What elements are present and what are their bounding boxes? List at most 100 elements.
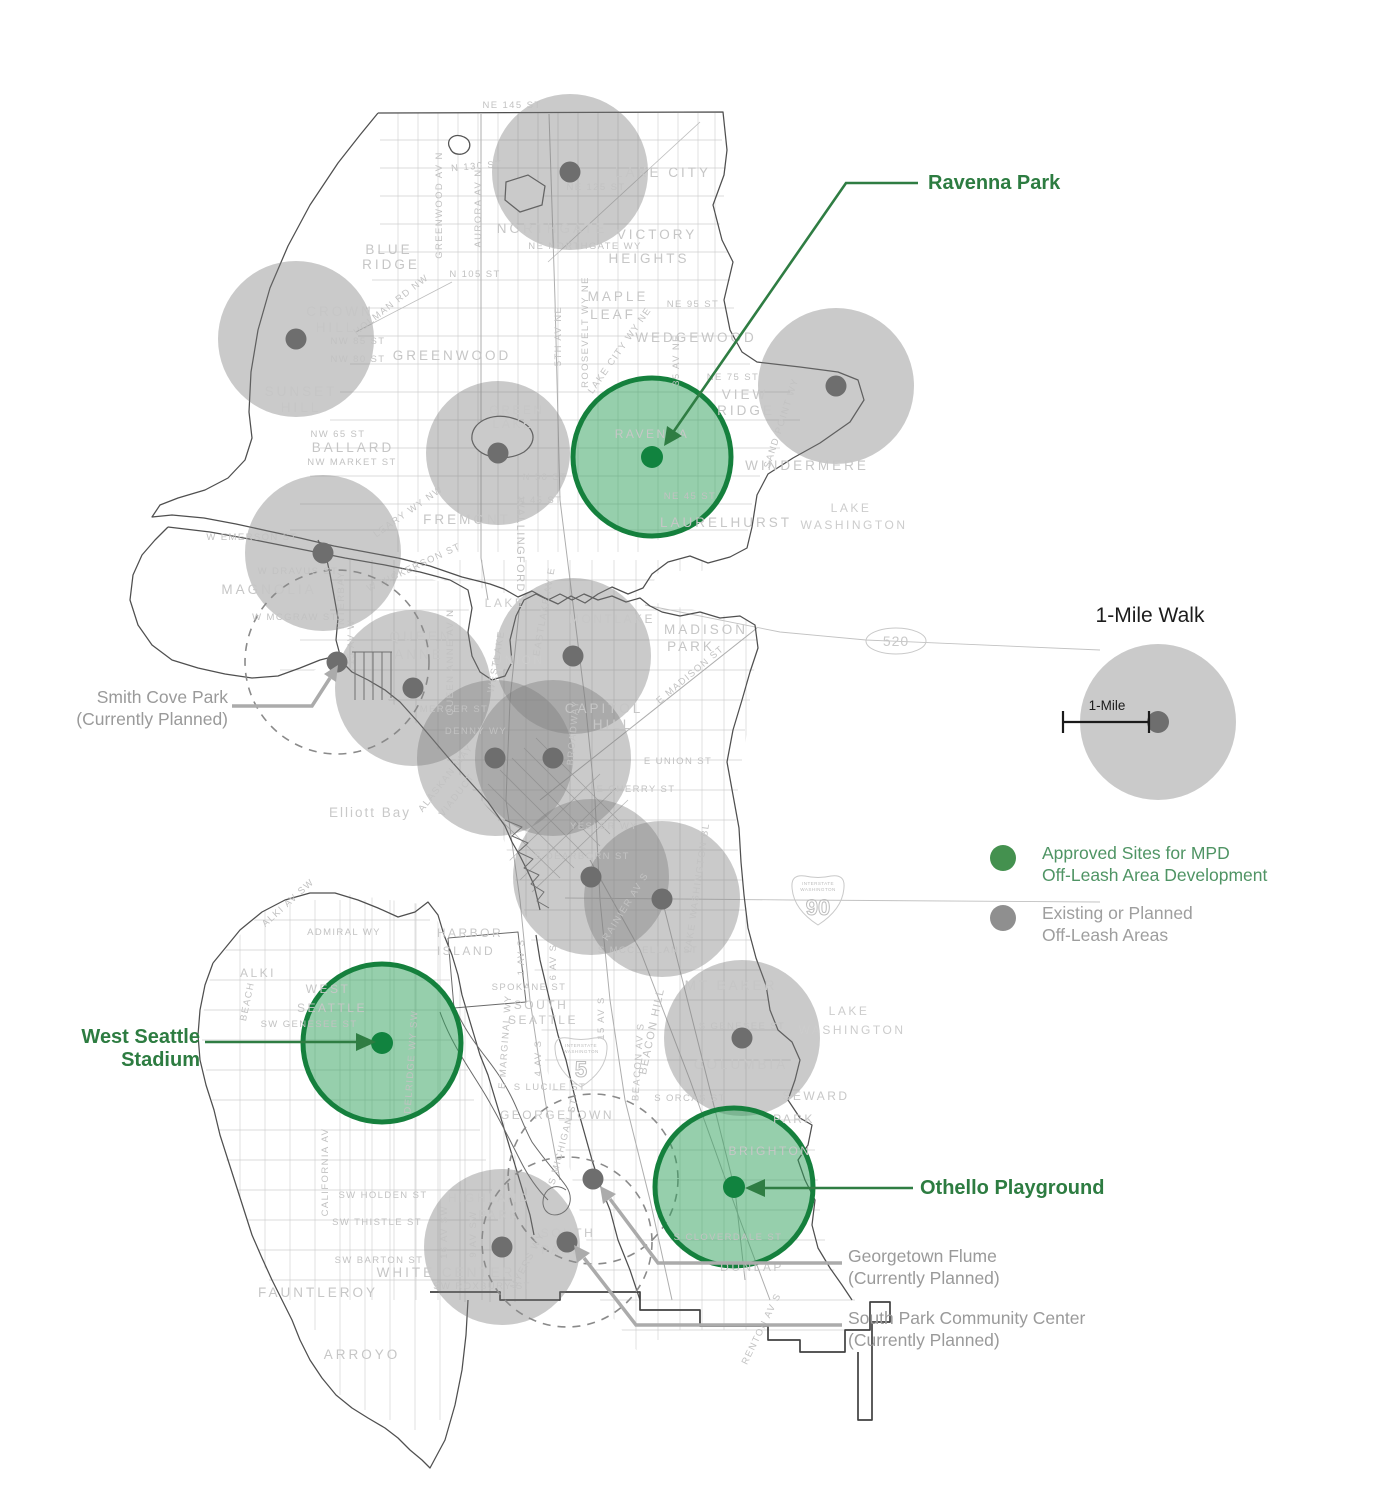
map-label: W EMERSON ST bbox=[206, 532, 297, 543]
existing-offleash-marker bbox=[580, 866, 602, 888]
map-label: WHITE CENTER bbox=[377, 1265, 516, 1280]
map-label: 4 AV S bbox=[533, 1040, 544, 1077]
callout-south-park-community-center: South Park Community Center (Currently P… bbox=[848, 1308, 1086, 1350]
map-label: NE 125 ST bbox=[566, 182, 625, 193]
west-seattle-arrowhead bbox=[356, 1033, 376, 1051]
map-label: GEORGETOWN bbox=[500, 1108, 614, 1122]
map-label: NE 145 ST bbox=[482, 100, 541, 111]
map-label: Elliott Bay bbox=[329, 805, 411, 820]
svg-text:520: 520 bbox=[883, 633, 909, 649]
map-label: MAGNOLIA bbox=[221, 582, 316, 597]
planned-marker-georgetown-flume bbox=[582, 1168, 604, 1190]
svg-text:INTERSTATE: INTERSTATE bbox=[565, 1043, 597, 1048]
map-label: N 105 ST bbox=[449, 269, 500, 280]
existing-offleash-marker bbox=[825, 375, 847, 397]
map-label: S GENESEE ST bbox=[699, 1021, 786, 1032]
map-label: LAKE CITY bbox=[615, 165, 711, 180]
south-park-arrowhead bbox=[574, 1245, 590, 1263]
callout-west-seattle-stadium: West Seattle Stadium bbox=[81, 1026, 200, 1071]
svg-text:INTERSTATE: INTERSTATE bbox=[802, 881, 834, 886]
map-label: SW BARTON ST bbox=[335, 1255, 424, 1266]
map-label: INTERBAY bbox=[336, 571, 347, 629]
legend-scale-graphic bbox=[1061, 644, 1236, 800]
walk-zone-planned-smith-cove-park bbox=[244, 569, 430, 755]
smith-cove-leader-line bbox=[232, 677, 332, 708]
map-label: LAKE bbox=[493, 417, 534, 431]
map-label: WASHINGTON bbox=[800, 518, 907, 532]
legend-approved-label: Approved Sites for MPD Off-Leash Area De… bbox=[1042, 843, 1268, 885]
map-label: NW MARKET ST bbox=[307, 457, 396, 468]
map-label: CROWN bbox=[306, 304, 374, 319]
map-label: HILL bbox=[316, 320, 357, 335]
map-label: NW 80 ST bbox=[330, 354, 385, 365]
map-label: ANNE bbox=[394, 647, 444, 662]
callout-leaders bbox=[205, 181, 918, 1327]
map-label: S CLOVERDALE ST bbox=[674, 1232, 783, 1243]
map-label: N 130 ST bbox=[451, 159, 503, 174]
map-label: NORTHGATE bbox=[497, 221, 608, 236]
map-label: HARBOR bbox=[437, 926, 503, 940]
othello-arrowhead bbox=[745, 1179, 765, 1197]
svg-text:90: 90 bbox=[806, 895, 830, 920]
map-label: FAUNTLEROY bbox=[258, 1285, 378, 1300]
map-label: VICTORY bbox=[617, 227, 698, 242]
map-label: CALIFORNIA AV bbox=[320, 1128, 331, 1217]
approved-marker-othello-playground bbox=[723, 1176, 745, 1198]
map-label: BEACON AV S bbox=[630, 1022, 646, 1101]
map-label: W DRAVUS ST bbox=[258, 566, 339, 577]
map-label: S LUCILE ST bbox=[514, 1082, 586, 1093]
map-label: COLUMBIA bbox=[694, 1057, 789, 1072]
map-label: 6 AV S bbox=[548, 944, 559, 981]
map-label: LAKE bbox=[831, 501, 872, 515]
planned-marker-smith-cove-park bbox=[326, 651, 348, 673]
callout-ravenna-park: Ravenna Park bbox=[928, 172, 1061, 194]
map-label: MERCER ST bbox=[420, 704, 489, 715]
map-label: SW THISTLE ST bbox=[332, 1217, 422, 1228]
map-label: 35 AV NE bbox=[671, 334, 682, 386]
highway-shield-520: 520 bbox=[865, 627, 927, 655]
existing-offleash-marker bbox=[651, 888, 673, 910]
map-label: PARK bbox=[478, 1208, 520, 1222]
map-label: QUEEN bbox=[389, 629, 452, 644]
map-label: FREMONT bbox=[423, 512, 511, 527]
svg-text:WASHINGTON: WASHINGTON bbox=[800, 887, 835, 892]
map-label: ARROYO bbox=[324, 1347, 401, 1362]
map-label: SOUTH bbox=[514, 998, 569, 1012]
map-label: VIEW bbox=[722, 387, 769, 402]
map-label: MAPLE bbox=[588, 289, 649, 304]
map-label: NE 45 ST bbox=[664, 491, 716, 502]
existing-offleash-marker bbox=[484, 747, 506, 769]
south-park-leader-line bbox=[582, 1256, 842, 1327]
map-label: WALLINGFORD bbox=[514, 497, 526, 593]
map-label: SEATTLE bbox=[508, 1013, 578, 1027]
map-label: HILL bbox=[593, 717, 634, 732]
callout-othello-playground: Othello Playground bbox=[920, 1177, 1105, 1199]
map-label: LAURELHURST bbox=[660, 515, 792, 530]
map-label: SEATTLE bbox=[297, 1001, 367, 1015]
existing-offleash-marker bbox=[731, 1027, 753, 1049]
svg-text:5: 5 bbox=[575, 1057, 587, 1082]
map-label: E CHERRY ST bbox=[597, 784, 676, 795]
map-label: ISLAND bbox=[437, 944, 495, 958]
site-dots bbox=[285, 161, 847, 1258]
map-label: S DEARBORN ST bbox=[534, 851, 630, 862]
map-label: GREEN bbox=[489, 403, 544, 417]
map-label: PARK bbox=[667, 639, 715, 654]
existing-offleash-marker bbox=[402, 677, 424, 699]
map-label: 9 AV SW bbox=[468, 1210, 479, 1257]
ravenna-leader-line bbox=[672, 181, 918, 432]
map-label: ALKI bbox=[240, 966, 276, 980]
existing-offleash-marker bbox=[491, 1236, 513, 1258]
map-label: DENNY WY bbox=[445, 726, 507, 737]
map-label: 1 AV S bbox=[516, 939, 527, 976]
map-label: HEIGHTS bbox=[608, 251, 689, 266]
legend-center-dot bbox=[1147, 711, 1169, 733]
smith-cove-arrowhead bbox=[324, 665, 338, 682]
map-label: QUEEN ANNE AV N bbox=[445, 609, 456, 716]
map-label: CAPITOL bbox=[565, 701, 644, 716]
map-label: BRIGHTON bbox=[728, 1144, 811, 1158]
map-label: S ORCAS ST bbox=[654, 1093, 726, 1104]
walk-zone-planned-south-park-community-center bbox=[481, 1156, 653, 1328]
map-label: NE 95 ST bbox=[667, 299, 719, 310]
